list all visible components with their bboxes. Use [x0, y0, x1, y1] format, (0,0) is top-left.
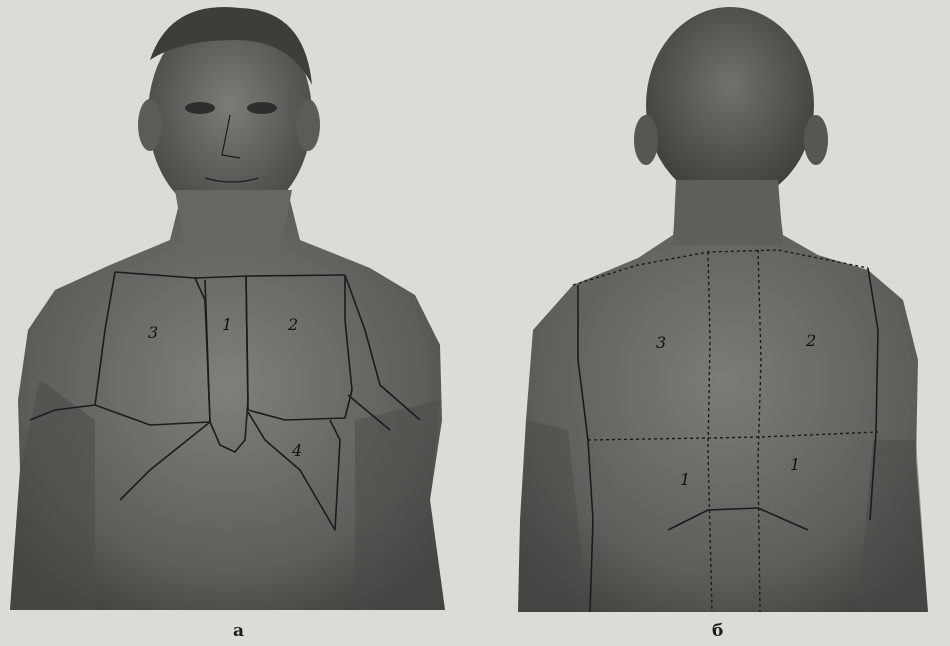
front-label-4: 4 [291, 441, 302, 460]
caption-figure-b: б [712, 620, 723, 642]
figure-back-view: 3 2 1 1 [478, 0, 950, 620]
back-torso-illustration: 3 2 1 1 [478, 0, 950, 620]
front-torso-illustration: 3 1 2 4 [0, 0, 470, 620]
back-label-1-right: 1 [790, 455, 800, 474]
back-head [646, 7, 814, 203]
back-label-3: 3 [656, 333, 666, 352]
front-label-3: 3 [148, 323, 158, 342]
back-label-2: 2 [805, 331, 816, 350]
caption-figure-a: a [233, 620, 244, 642]
back-label-1-left: 1 [680, 470, 690, 489]
front-label-2: 2 [287, 315, 298, 334]
figure-front-view: 3 1 2 4 [0, 0, 470, 620]
front-label-1: 1 [222, 315, 232, 334]
